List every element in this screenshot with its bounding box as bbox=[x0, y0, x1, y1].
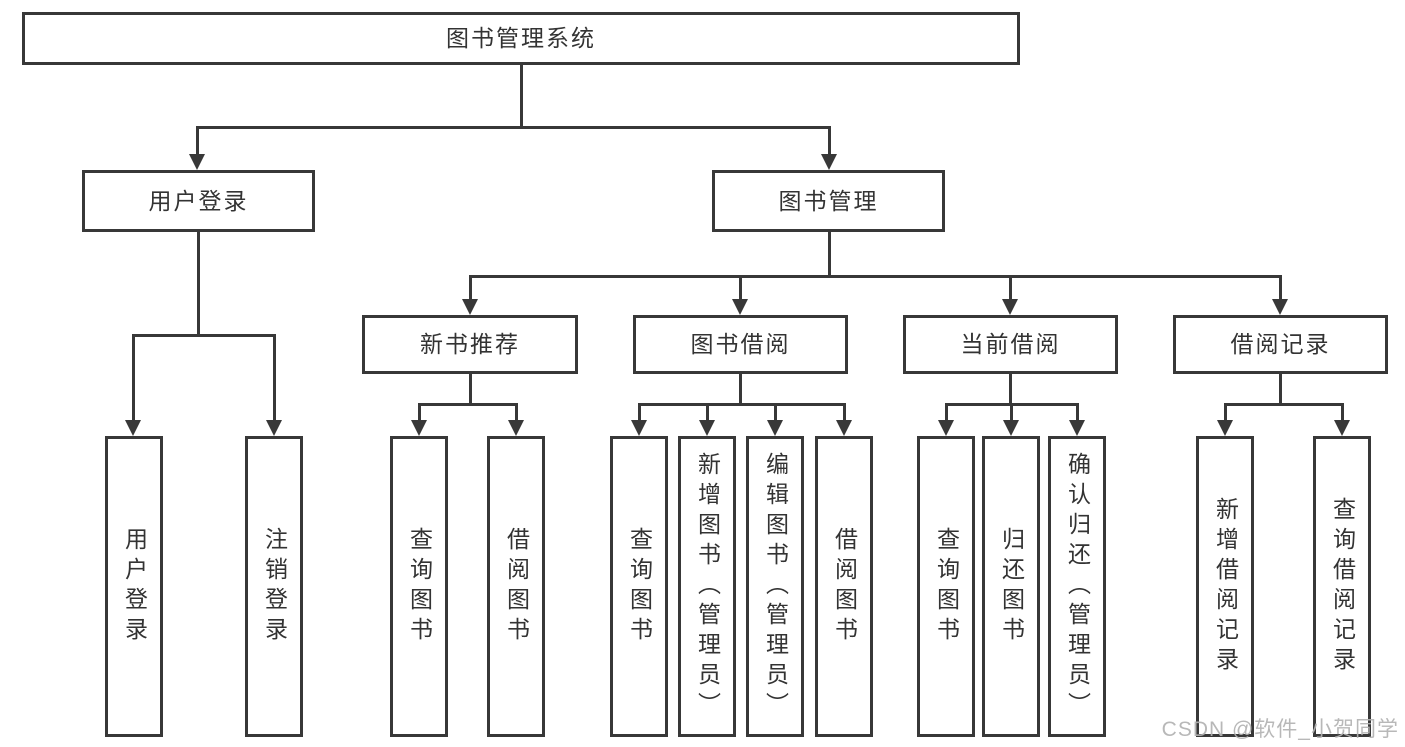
edge-stem bbox=[1010, 403, 1013, 420]
leaf-borrowing-add-books-admin-label: 新增图书（管理员） bbox=[694, 451, 721, 722]
arrowhead bbox=[767, 420, 783, 436]
edge-stem bbox=[132, 334, 135, 420]
leaf-current-query-books-label: 查询图书 bbox=[933, 526, 960, 647]
edge-stem bbox=[469, 275, 472, 299]
leaf-current-return-books: 归还图书 bbox=[982, 436, 1040, 737]
arrowhead bbox=[189, 154, 205, 170]
arrowhead bbox=[411, 420, 427, 436]
arrowhead bbox=[508, 420, 524, 436]
edge-stem bbox=[273, 334, 276, 420]
edge-stem bbox=[196, 126, 199, 154]
node-user-login: 用户登录 bbox=[82, 170, 315, 232]
leaf-current-confirm-return-admin: 确认归还（管理员） bbox=[1048, 436, 1106, 737]
leaf-records-query-record: 查询借阅记录 bbox=[1313, 436, 1371, 737]
node-new-book-recommendation: 新书推荐 bbox=[362, 315, 578, 374]
edge-stem bbox=[945, 403, 948, 420]
arrowhead bbox=[631, 420, 647, 436]
arrowhead bbox=[821, 154, 837, 170]
leaf-borrowing-add-books-admin: 新增图书（管理员） bbox=[678, 436, 736, 737]
node-book-management: 图书管理 bbox=[712, 170, 945, 232]
arrowhead bbox=[1334, 420, 1350, 436]
edge-records-stem bbox=[1279, 374, 1282, 405]
node-borrowing-records: 借阅记录 bbox=[1173, 315, 1388, 374]
node-current-borrowing: 当前借阅 bbox=[903, 315, 1118, 374]
edge-stem bbox=[515, 403, 518, 420]
edge-stem bbox=[1076, 403, 1079, 420]
arrowhead bbox=[1069, 420, 1085, 436]
leaf-records-add-record: 新增借阅记录 bbox=[1196, 436, 1254, 737]
edge-stem bbox=[1009, 275, 1012, 299]
edge-stem bbox=[1341, 403, 1344, 420]
edge-root-stem bbox=[520, 65, 523, 128]
leaf-borrowing-borrow-books-label: 借阅图书 bbox=[831, 526, 858, 647]
arrowhead bbox=[699, 420, 715, 436]
leaf-borrowing-edit-books-admin-label: 编辑图书（管理员） bbox=[762, 451, 789, 722]
edge-current-stem bbox=[1009, 374, 1012, 405]
leaf-recommend-borrow-books: 借阅图书 bbox=[487, 436, 545, 737]
edge-stem bbox=[638, 403, 641, 420]
leaf-user-login: 用户登录 bbox=[105, 436, 163, 737]
csdn-watermark: CSDN @软件_小贺同学 bbox=[1161, 718, 1399, 741]
leaf-recommend-query-books: 查询图书 bbox=[390, 436, 448, 737]
leaf-recommend-query-books-label: 查询图书 bbox=[406, 526, 433, 647]
leaf-recommend-borrow-books-label: 借阅图书 bbox=[503, 526, 530, 647]
edge-stem bbox=[774, 403, 777, 420]
edge-bookmgmt-stem bbox=[828, 232, 831, 277]
arrowhead bbox=[1003, 420, 1019, 436]
edge-borrowing-stem bbox=[739, 374, 742, 405]
edge-stem bbox=[706, 403, 709, 420]
arrowhead bbox=[836, 420, 852, 436]
edge-stem bbox=[1279, 275, 1282, 299]
arrowhead bbox=[266, 420, 282, 436]
leaf-borrowing-edit-books-admin: 编辑图书（管理员） bbox=[746, 436, 804, 737]
leaf-borrowing-query-books-label: 查询图书 bbox=[626, 526, 653, 647]
leaf-records-add-record-label: 新增借阅记录 bbox=[1212, 496, 1239, 677]
arrowhead bbox=[938, 420, 954, 436]
arrowhead bbox=[732, 299, 748, 315]
arrowhead bbox=[1217, 420, 1233, 436]
node-book-borrowing: 图书借阅 bbox=[633, 315, 848, 374]
leaf-logout: 注销登录 bbox=[245, 436, 303, 737]
leaf-current-query-books: 查询图书 bbox=[917, 436, 975, 737]
arrowhead bbox=[125, 420, 141, 436]
leaf-current-return-books-label: 归还图书 bbox=[998, 526, 1025, 647]
leaf-records-query-record-label: 查询借阅记录 bbox=[1329, 496, 1356, 677]
leaf-borrowing-query-books: 查询图书 bbox=[610, 436, 668, 737]
edge-bookmgmt-bus bbox=[469, 275, 1282, 278]
arrowhead bbox=[1002, 299, 1018, 315]
node-library-management-system: 图书管理系统 bbox=[22, 12, 1020, 65]
edge-stem bbox=[418, 403, 421, 420]
leaf-borrowing-borrow-books: 借阅图书 bbox=[815, 436, 873, 737]
edge-recommend-stem bbox=[469, 374, 472, 405]
edge-records-bus bbox=[1224, 403, 1344, 406]
edge-stem bbox=[843, 403, 846, 420]
arrowhead bbox=[1272, 299, 1288, 315]
edge-recommend-bus bbox=[418, 403, 518, 406]
edge-userlogin-stem bbox=[197, 232, 200, 336]
leaf-logout-label: 注销登录 bbox=[261, 526, 288, 647]
edge-borrowing-bus bbox=[638, 403, 846, 406]
edge-stem bbox=[739, 275, 742, 299]
leaf-current-confirm-return-admin-label: 确认归还（管理员） bbox=[1064, 451, 1091, 722]
edge-stem bbox=[1224, 403, 1227, 420]
edge-userlogin-bus bbox=[132, 334, 276, 337]
leaf-user-login-label: 用户登录 bbox=[121, 526, 148, 647]
arrowhead bbox=[462, 299, 478, 315]
edge-root-bus bbox=[196, 126, 831, 129]
edge-stem bbox=[828, 126, 831, 154]
